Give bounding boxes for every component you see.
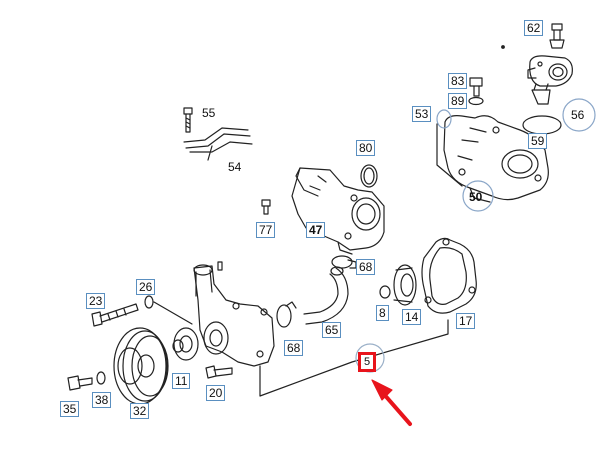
gasket-17 xyxy=(421,237,477,314)
arrow-icon xyxy=(371,379,412,426)
callout-circle-53 xyxy=(436,109,452,129)
impeller-14 xyxy=(393,264,417,306)
leader-53 xyxy=(436,123,463,187)
callout-11[interactable]: 11 xyxy=(172,373,191,389)
pulley-32 xyxy=(113,327,169,405)
thermostat-housing-47 xyxy=(291,167,385,255)
callout-26[interactable]: 26 xyxy=(136,279,156,295)
callout-38[interactable]: 38 xyxy=(92,392,112,408)
washer-26 xyxy=(144,295,154,309)
water-pump-body xyxy=(193,261,275,367)
callout-68-upper[interactable]: 68 xyxy=(356,259,376,275)
callout-20[interactable]: 20 xyxy=(206,385,226,401)
bolt-77 xyxy=(261,199,271,215)
callout-68-lower[interactable]: 68 xyxy=(284,340,304,356)
callout-83[interactable]: 83 xyxy=(448,73,468,89)
callout-55[interactable]: 55 xyxy=(202,106,216,120)
callout-circle-56 xyxy=(562,98,596,132)
leader-26 xyxy=(153,301,193,325)
bolt-20 xyxy=(205,365,233,379)
callout-14[interactable]: 14 xyxy=(402,309,422,325)
callout-62[interactable]: 62 xyxy=(524,20,544,36)
callout-47[interactable]: 47 xyxy=(306,222,326,238)
coolant-hose-65 xyxy=(303,266,349,325)
callout-8[interactable]: 8 xyxy=(376,305,389,321)
callout-56[interactable]: 56 xyxy=(571,108,585,122)
callout-50[interactable]: 50 xyxy=(469,190,483,204)
callout-65[interactable]: 65 xyxy=(322,322,342,338)
callout-23[interactable]: 23 xyxy=(86,293,106,309)
callout-54[interactable]: 54 xyxy=(228,160,242,174)
callout-17[interactable]: 17 xyxy=(456,313,476,329)
callout-circle-5 xyxy=(355,343,385,373)
bolt-55 xyxy=(183,107,193,133)
bolt-23 xyxy=(91,303,139,327)
hose-clamp-68-upper xyxy=(331,255,357,269)
washer-89 xyxy=(468,96,484,106)
thermostat-cover xyxy=(527,55,573,105)
washer-38 xyxy=(96,371,106,385)
bolt-35 xyxy=(67,375,93,391)
callout-80[interactable]: 80 xyxy=(356,140,376,156)
housing-50 xyxy=(443,115,549,203)
bolt-83 xyxy=(469,77,483,97)
callout-circle-50 xyxy=(462,180,494,212)
callout-59[interactable]: 59 xyxy=(528,133,548,149)
temperature-sensor-62 xyxy=(501,23,565,49)
seal-80-inner xyxy=(363,167,375,185)
hub-11 xyxy=(172,327,199,361)
hose-clamp-68-lower xyxy=(276,301,297,328)
assembly-line-5 xyxy=(259,319,449,397)
callout-53[interactable]: 53 xyxy=(412,106,432,122)
callout-5-highlighted[interactable]: 5 xyxy=(358,352,377,372)
seal-ring-59 xyxy=(522,115,562,135)
callout-35[interactable]: 35 xyxy=(60,401,80,417)
bracket-54 xyxy=(183,127,253,161)
callout-77[interactable]: 77 xyxy=(256,222,276,238)
callout-89[interactable]: 89 xyxy=(448,93,468,109)
callout-32[interactable]: 32 xyxy=(130,403,150,419)
seal-80 xyxy=(360,164,378,188)
washer-8 xyxy=(379,285,391,299)
